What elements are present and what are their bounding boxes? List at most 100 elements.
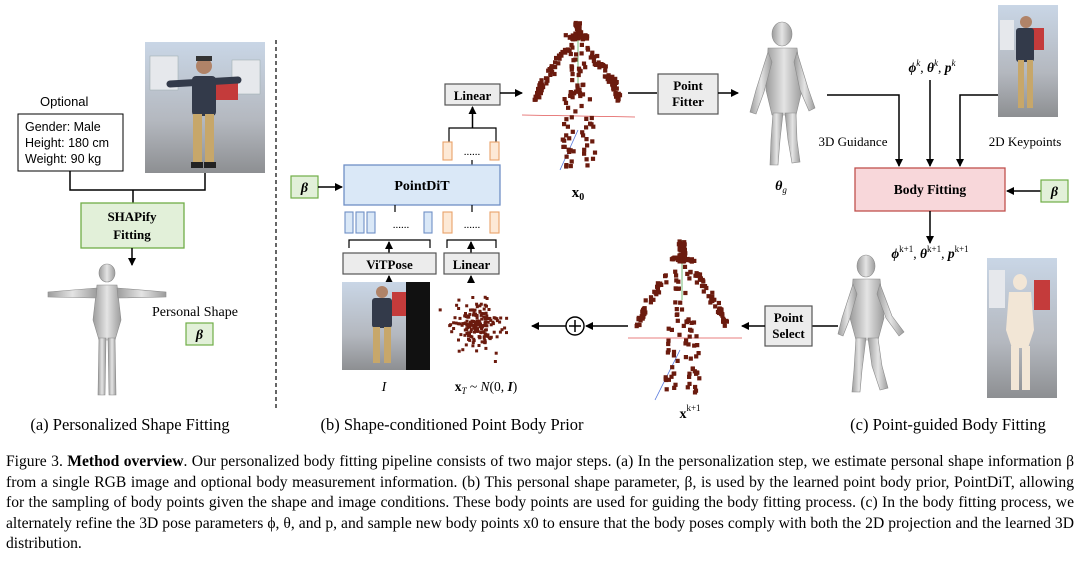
noise-point (452, 321, 456, 325)
body-point (562, 97, 567, 102)
noise-point (470, 335, 474, 339)
body-mesh-k1 (837, 254, 905, 393)
noise-point (493, 316, 497, 320)
body-point (573, 22, 578, 28)
body-point (585, 143, 590, 148)
noise-point (500, 328, 504, 332)
image-token (423, 211, 433, 234)
body-point (694, 334, 699, 339)
noise-point (480, 340, 484, 344)
noise-point (469, 328, 473, 332)
noise-point (505, 316, 509, 320)
body-point (674, 273, 679, 278)
body-point (562, 122, 567, 127)
noise-point (457, 349, 461, 353)
linear-bottom-box (443, 252, 500, 275)
body-point (581, 61, 587, 66)
body-point (538, 81, 543, 86)
noise-point (483, 341, 487, 345)
body-point (680, 249, 685, 254)
noise-point (469, 330, 473, 334)
vitpose-label: ViTPose (366, 257, 413, 272)
body-point (696, 351, 701, 356)
body-point (582, 151, 587, 156)
noise-point (481, 330, 485, 334)
body-point (688, 356, 693, 361)
noise-point (471, 341, 475, 345)
body-point (695, 343, 700, 348)
t-pose-body-mesh (47, 263, 167, 396)
noise-point (460, 323, 464, 327)
body-point (655, 284, 660, 289)
body-point (580, 130, 585, 135)
body-point (582, 147, 587, 152)
body-point (682, 257, 687, 262)
body-point (592, 150, 598, 155)
body-point (571, 149, 576, 154)
body-point (687, 381, 692, 386)
body-point (539, 78, 544, 83)
body-point (577, 29, 582, 35)
body-point (643, 298, 648, 303)
axis-line (654, 349, 681, 401)
body-point (580, 92, 586, 97)
body-point (575, 83, 580, 88)
noise-point (482, 336, 486, 340)
body-point (570, 72, 575, 77)
noise-point (480, 312, 484, 315)
body-point (702, 284, 708, 289)
shapify-fitting-box (80, 202, 185, 249)
input-image-i (342, 282, 430, 370)
body-point (537, 83, 542, 88)
noise-point (482, 307, 486, 311)
body-point (596, 60, 601, 65)
noise-point (438, 308, 442, 312)
body-point (564, 154, 569, 159)
body-point (692, 343, 697, 348)
token-ellipsis-right: ...... (464, 219, 481, 231)
noise-point (463, 328, 467, 332)
beta-a: β (195, 328, 204, 343)
body-point (708, 300, 713, 305)
body-point (573, 109, 578, 114)
body-point (591, 124, 596, 129)
body-point (570, 129, 575, 134)
point-token (489, 211, 500, 234)
body-point (562, 47, 568, 53)
body-point (549, 64, 554, 69)
body-point (580, 82, 585, 88)
noise-point (474, 325, 478, 328)
noise-point (465, 319, 469, 323)
body-point (593, 62, 598, 67)
noise-point (468, 338, 472, 342)
body-point (592, 54, 597, 59)
body-point (691, 320, 697, 325)
body-point (684, 258, 689, 263)
body-point (665, 350, 670, 355)
body-point (585, 163, 590, 168)
body-point (552, 71, 557, 77)
body-point (674, 312, 679, 317)
noise-point (461, 322, 465, 326)
body-point (683, 341, 688, 346)
body-point (611, 86, 616, 91)
body-point (694, 280, 699, 285)
caption-a: (a) Personalized Shape Fitting (30, 415, 229, 434)
noise-point (464, 343, 468, 347)
body-point (564, 133, 569, 138)
noise-point (475, 349, 479, 353)
noise-point (463, 321, 467, 325)
noise-point (479, 331, 483, 335)
body-point (685, 385, 690, 390)
body-point (577, 91, 583, 96)
body-point (671, 349, 677, 354)
body-point (578, 69, 583, 74)
body-point (701, 289, 706, 294)
body-point (663, 274, 668, 279)
fitting-result-photo (987, 258, 1057, 398)
body-point (590, 156, 596, 161)
noise-point (498, 330, 502, 334)
output-token (442, 141, 453, 161)
noise-point (457, 338, 460, 342)
body-point (688, 269, 693, 274)
